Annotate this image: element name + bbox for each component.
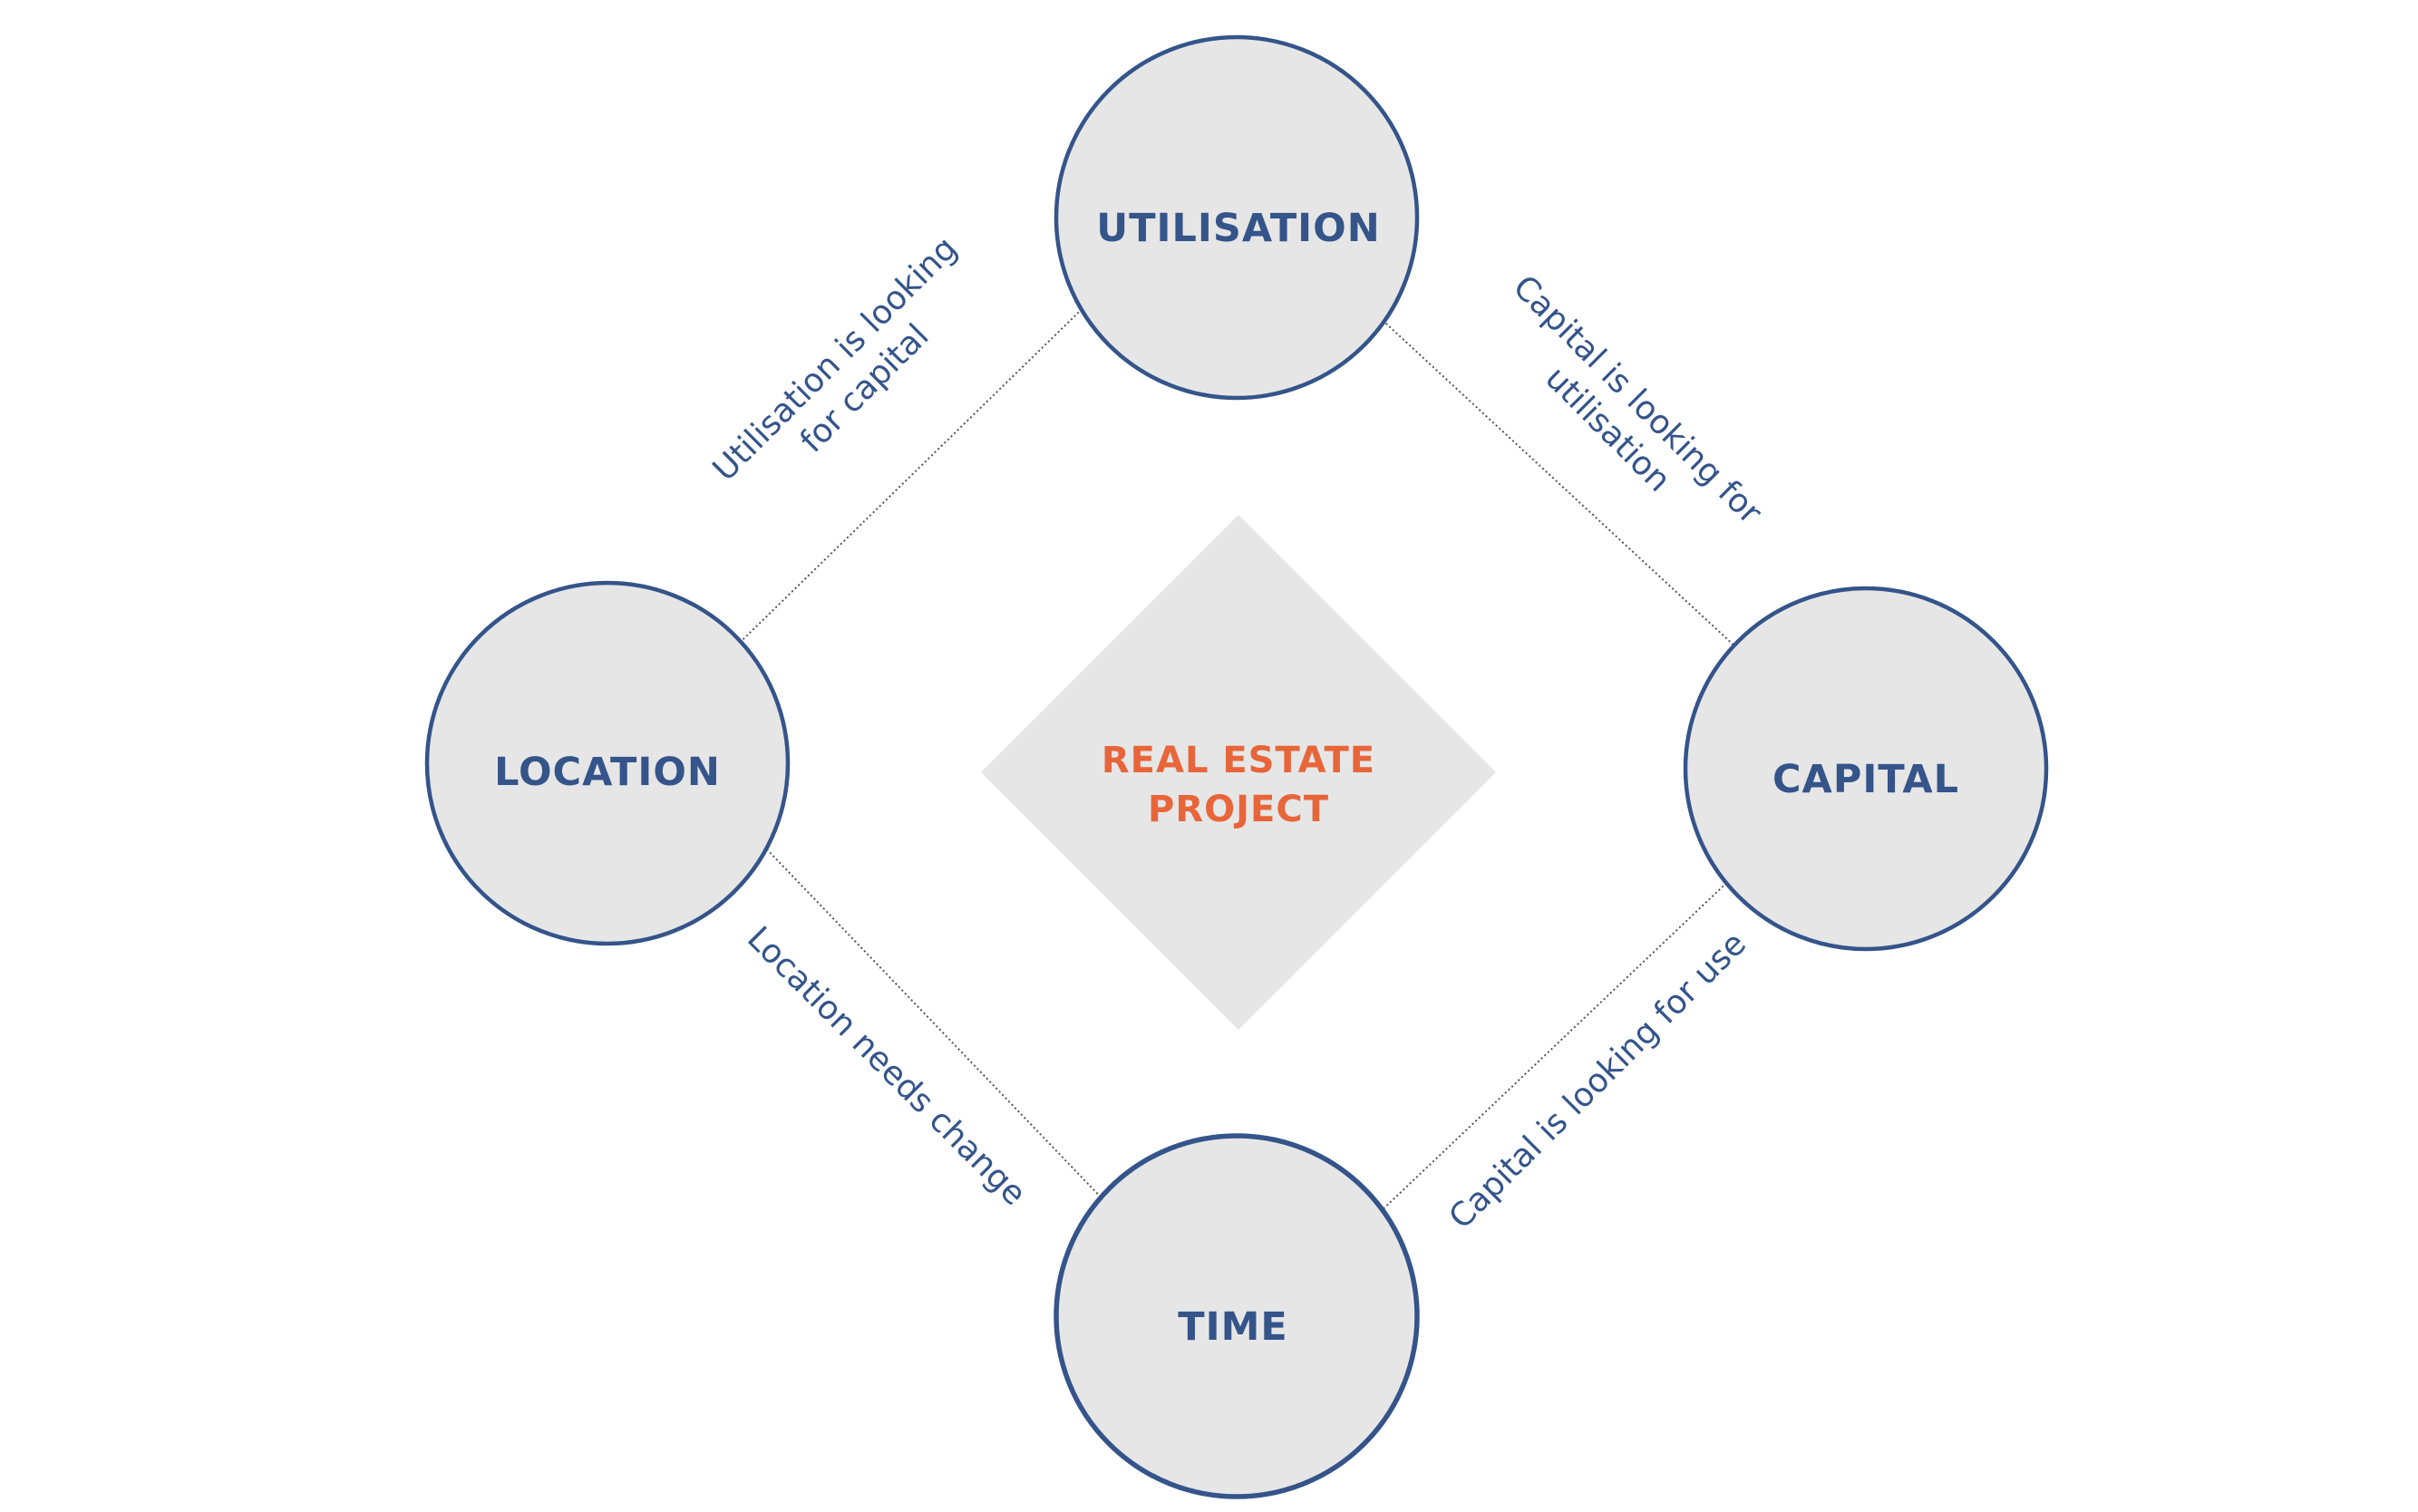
node-utilisation: UTILISATION <box>1054 34 1420 401</box>
edge-label-line1: Capital is looking for use <box>1442 926 1753 1236</box>
edge-label-line1: Location needs change <box>740 920 1033 1213</box>
connector-capital-time <box>1358 853 1758 1233</box>
edge-label-line1: Utilisation is looking <box>706 230 965 489</box>
node-capital: CAPITAL <box>1683 586 2049 952</box>
node-utilisation-label: UTILISATION <box>1096 206 1380 251</box>
connector-utilisation-capital <box>1361 300 1764 674</box>
center-label-line1: REAL ESTATE <box>1102 740 1375 781</box>
node-time-circle <box>1054 1133 1420 1499</box>
center-label-line2: PROJECT <box>1148 789 1329 830</box>
edge-label-location-time: Location needs change <box>740 920 1033 1213</box>
connectors <box>707 282 1764 1233</box>
node-time-label: TIME <box>1178 1304 1288 1350</box>
center-project: REAL ESTATE PROJECT <box>981 515 1496 1030</box>
connector-location-time <box>740 821 1135 1233</box>
node-capital-label: CAPITAL <box>1772 757 1959 802</box>
node-location-circle <box>424 580 791 946</box>
edge-label-utilisation-capital: Capital is looking for utilisation <box>1506 268 1769 531</box>
node-utilisation-circle <box>1054 34 1420 401</box>
edge-label-line1: Capital is looking for <box>1506 268 1769 531</box>
edge-label-utilisation-location: Utilisation is looking for capital <box>706 230 965 489</box>
node-time: TIME <box>1054 1133 1420 1499</box>
node-capital-circle <box>1683 586 2049 952</box>
edge-label-capital-time: Capital is looking for use <box>1442 926 1753 1236</box>
node-location-label: LOCATION <box>494 750 721 795</box>
node-location: LOCATION <box>424 580 791 946</box>
